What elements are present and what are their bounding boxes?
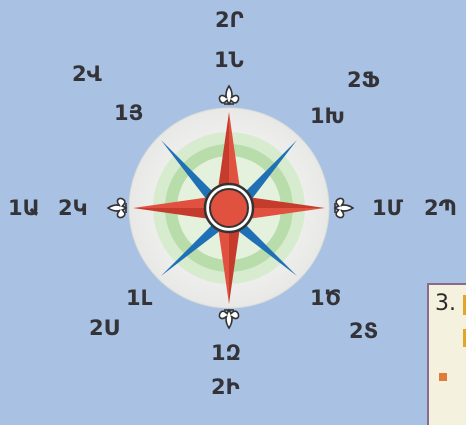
label-s-inner: 1Զ bbox=[211, 343, 241, 364]
fleur-s-icon bbox=[219, 310, 238, 328]
fleur-n-icon bbox=[219, 86, 238, 104]
label-sw-outer: 2Ս bbox=[89, 318, 119, 339]
label-n-outer: 2Ր bbox=[215, 10, 244, 31]
fleur-e-icon bbox=[335, 198, 353, 217]
exercise-number: 3. bbox=[435, 291, 456, 316]
bullet-square bbox=[439, 373, 447, 381]
exercise-box: 3. bbox=[427, 283, 466, 425]
label-w-inner: 2Կ bbox=[58, 198, 88, 219]
center-hub bbox=[210, 189, 248, 227]
label-se-inner: 1Ծ bbox=[310, 288, 341, 309]
label-n-inner: 1Ն bbox=[214, 50, 244, 71]
label-e-inner: 1Մ bbox=[372, 198, 403, 219]
label-se-outer: 2Տ bbox=[349, 321, 378, 342]
label-ne-inner: 1Խ bbox=[310, 106, 345, 127]
label-s-outer: 2Ի bbox=[211, 377, 240, 398]
fleur-w-icon bbox=[108, 198, 126, 217]
label-nw-inner: 1Յ bbox=[114, 103, 143, 124]
label-nw-outer: 2Վ bbox=[72, 64, 102, 85]
label-e-outer: 2Պ bbox=[424, 198, 457, 219]
label-sw-inner: 1Լ bbox=[126, 288, 152, 309]
label-ne-outer: 2Ֆ bbox=[347, 70, 380, 91]
label-w-outer: 1Ա bbox=[8, 198, 40, 219]
